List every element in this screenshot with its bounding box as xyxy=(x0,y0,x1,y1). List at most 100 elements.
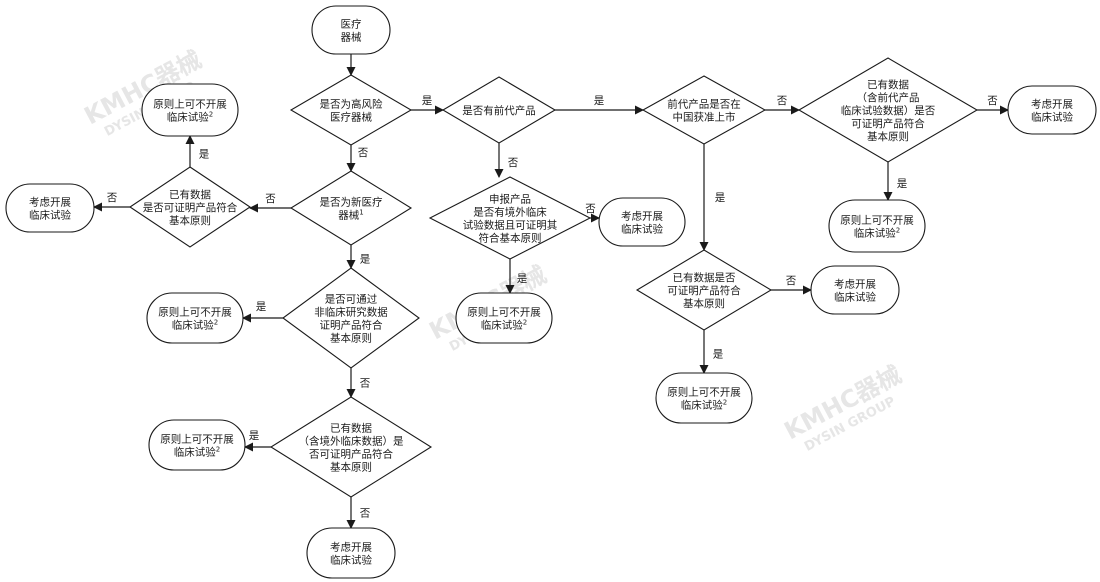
edge-q_marketed_china-to-q_predecessor_data: 否 xyxy=(765,95,800,115)
edge-label: 否 xyxy=(360,378,371,390)
edge-q_predecessor_data-to-r_consider_right: 否 xyxy=(977,95,1009,115)
edge-label: 否 xyxy=(265,193,276,205)
node-text-line: 临床试验2 xyxy=(167,111,213,124)
node-text-line: 原则上可不开展 xyxy=(153,98,227,111)
edge-q_existing_data_overseas-to-r_consider_bottom: 否 xyxy=(346,497,371,529)
node-text-line: 符合基本原则 xyxy=(479,232,542,245)
edge-label: 是 xyxy=(422,95,433,107)
node-text-line: 临床试验 xyxy=(834,291,876,304)
node-start: 医疗器械 xyxy=(311,5,391,55)
terminal-shape xyxy=(306,527,396,579)
edge-label: 是 xyxy=(715,192,726,204)
decision-shape xyxy=(641,75,767,145)
node-text-line: 是否可证明产品符合 xyxy=(143,201,238,214)
edge-q_existing_data_right-to-r_consider_right_low: 否 xyxy=(771,275,812,295)
node-text-line: 是否有境外临床 xyxy=(473,206,547,219)
edge-label: 是 xyxy=(256,301,267,313)
decision-shape xyxy=(269,396,433,498)
node-text-line: 已有数据 xyxy=(867,78,909,91)
node-text-line: 临床试验 xyxy=(1031,111,1073,124)
decision-shape xyxy=(289,170,413,246)
footnote-marker: 2 xyxy=(523,319,527,327)
nodes: 医疗器械是否为高风险医疗器械是否为新医疗器械1已有数据是否可证明产品符合基本原则… xyxy=(5,5,1097,579)
edge-label: 否 xyxy=(508,157,519,169)
node-text-line: 已有数据是否 xyxy=(673,271,736,284)
node-text-line: 考虑开展 xyxy=(834,279,876,291)
edge-q_existing_data_left-to-r_no_trial_top_left: 是 xyxy=(185,135,210,167)
edge-label: 否 xyxy=(786,275,797,287)
node-text-line: 基本原则 xyxy=(330,461,372,474)
node-text-line: 是否有前代产品 xyxy=(462,104,536,117)
edge-q_marketed_china-to-q_existing_data_right: 是 xyxy=(699,144,726,251)
node-text-line: 考虑开展 xyxy=(29,197,71,209)
footnote-marker: 2 xyxy=(214,319,218,327)
node-text-line: 基本原则 xyxy=(867,130,909,143)
edge-label: 否 xyxy=(987,95,998,107)
edge-label: 是 xyxy=(199,149,210,161)
node-text-line: 临床试验2 xyxy=(854,227,900,240)
decision-shape xyxy=(428,176,592,260)
node-text-line: 申报产品 xyxy=(489,193,531,206)
edge-q_existing_data_overseas-to-r_no_trial_low_left: 是 xyxy=(244,430,271,452)
edge-q_new_device-to-q_nonclinical: 是 xyxy=(346,245,371,269)
edge-label: 是 xyxy=(897,178,908,190)
edge-label: 是 xyxy=(594,95,605,107)
node-text-line: 证明产品符合 xyxy=(320,319,383,332)
edge-q_overseas_data-to-r_consider_mid: 否 xyxy=(585,203,600,223)
edge-q_nonclinical-to-r_no_trial_mid_left: 是 xyxy=(242,301,283,323)
node-q-predecessor: 是否有前代产品 xyxy=(441,76,557,144)
node-text-line: 原则上可不开展 xyxy=(467,306,541,319)
terminal-shape xyxy=(148,419,246,471)
node-text-line: 临床试验2 xyxy=(681,399,727,412)
footnote-marker: 2 xyxy=(896,227,900,235)
edge-q_new_device-to-q_existing_data_left: 否 xyxy=(249,193,291,213)
node-text-line: 非临床研究数据 xyxy=(314,306,388,319)
footnote-marker: 1 xyxy=(359,209,363,217)
edge-label: 否 xyxy=(585,203,596,215)
node-text-line: 临床试验数据）是否 xyxy=(841,104,936,117)
node-text-line: 基本原则 xyxy=(169,214,211,227)
decision-shape xyxy=(441,76,557,144)
node-text-line: 器械1 xyxy=(338,209,363,222)
node-text-line: 考虑开展 xyxy=(1031,99,1073,111)
node-text-line: 原则上可不开展 xyxy=(667,386,741,399)
terminal-shape xyxy=(828,199,926,253)
edge-label: 是 xyxy=(249,430,260,442)
terminal-shape xyxy=(455,292,553,344)
node-text-line: 临床试验2 xyxy=(481,319,527,332)
edge-q_predecessor_data-to-r_no_trial_right: 是 xyxy=(883,162,908,201)
edge-q_existing_data_right-to-r_no_trial_right_low: 是 xyxy=(699,330,724,374)
node-text-line: 前代产品是否在 xyxy=(667,98,741,111)
node-text-line: 可证明产品符合 xyxy=(667,284,741,297)
edge-label: 是 xyxy=(360,254,371,266)
terminal-shape xyxy=(146,292,244,344)
node-text-line: 是否为新医疗 xyxy=(320,196,383,209)
edge-q_high_risk-to-q_predecessor: 是 xyxy=(411,95,444,115)
footnote-marker: 2 xyxy=(723,399,727,407)
decision-shape xyxy=(129,166,251,248)
edge-label: 是 xyxy=(713,349,724,361)
node-text-line: 中国获准上市 xyxy=(673,111,736,124)
footnote-marker: 2 xyxy=(216,446,220,454)
edge-q_nonclinical-to-q_existing_data_overseas: 否 xyxy=(346,368,371,398)
node-text-line: 基本原则 xyxy=(330,332,372,345)
edge-q_high_risk-to-q_new_device: 否 xyxy=(346,145,369,172)
decision-shape xyxy=(289,74,413,146)
node-text-line: 否可证明产品符合 xyxy=(309,448,393,461)
